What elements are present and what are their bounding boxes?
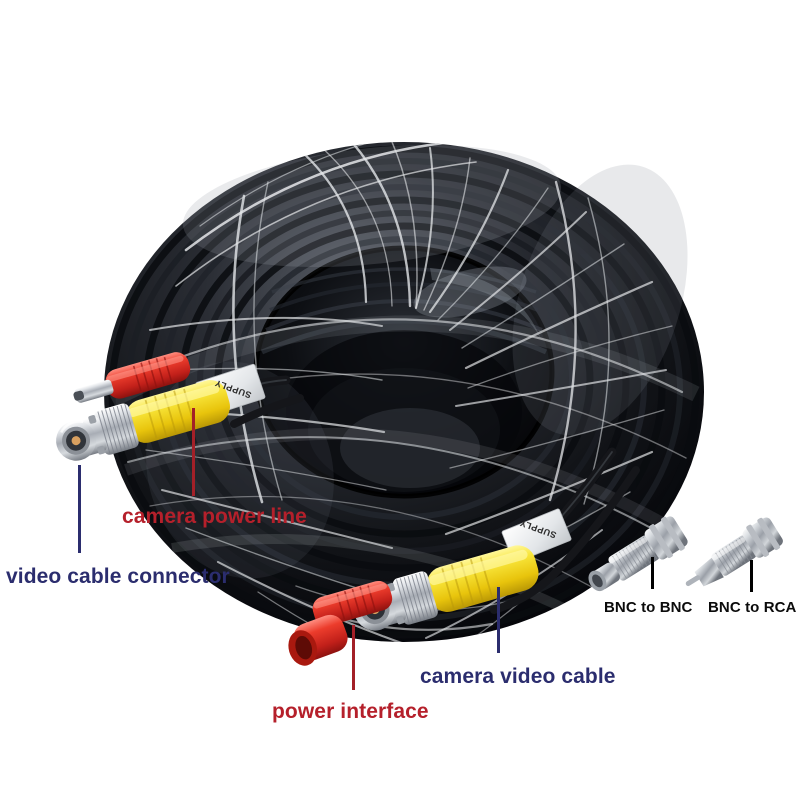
lower-power-socket <box>288 580 393 666</box>
leader-bnc-to-rca <box>750 560 753 592</box>
label-video-cable-connector: video cable connector <box>6 565 230 588</box>
leader-camera-video-cable <box>497 587 500 653</box>
bnc-to-bnc-adapter <box>588 516 688 592</box>
upper-power-plug <box>73 352 191 403</box>
upper-bnc-connector <box>56 380 230 461</box>
leader-video-cable-connector <box>78 465 81 553</box>
label-camera-video-cable: camera video cable <box>420 665 616 688</box>
leader-bnc-to-bnc <box>651 557 654 589</box>
label-bnc-to-bnc: BNC to BNC <box>604 599 693 616</box>
plastic-wrap-highlights <box>115 142 687 642</box>
upper-connector-assembly <box>56 352 230 461</box>
label-bnc-to-rca: BNC to RCA <box>708 599 797 616</box>
leader-camera-power-line <box>192 408 195 496</box>
leader-power-interface <box>352 625 355 690</box>
lower-connector-assembly <box>288 545 539 666</box>
label-power-interface: power interface <box>272 700 429 723</box>
label-camera-power-line: camera power line <box>122 505 307 528</box>
bnc-to-rca-adapter <box>685 517 783 587</box>
